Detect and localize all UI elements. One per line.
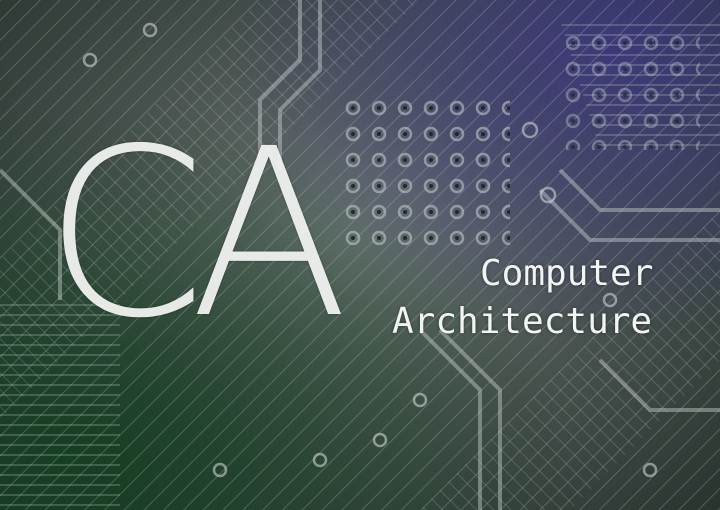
logo-letter-a: A bbox=[190, 99, 349, 369]
title-line-computer: Computer bbox=[480, 253, 654, 294]
title-line-architecture: Architecture bbox=[392, 301, 653, 342]
logo-letter-c: C bbox=[44, 99, 206, 369]
